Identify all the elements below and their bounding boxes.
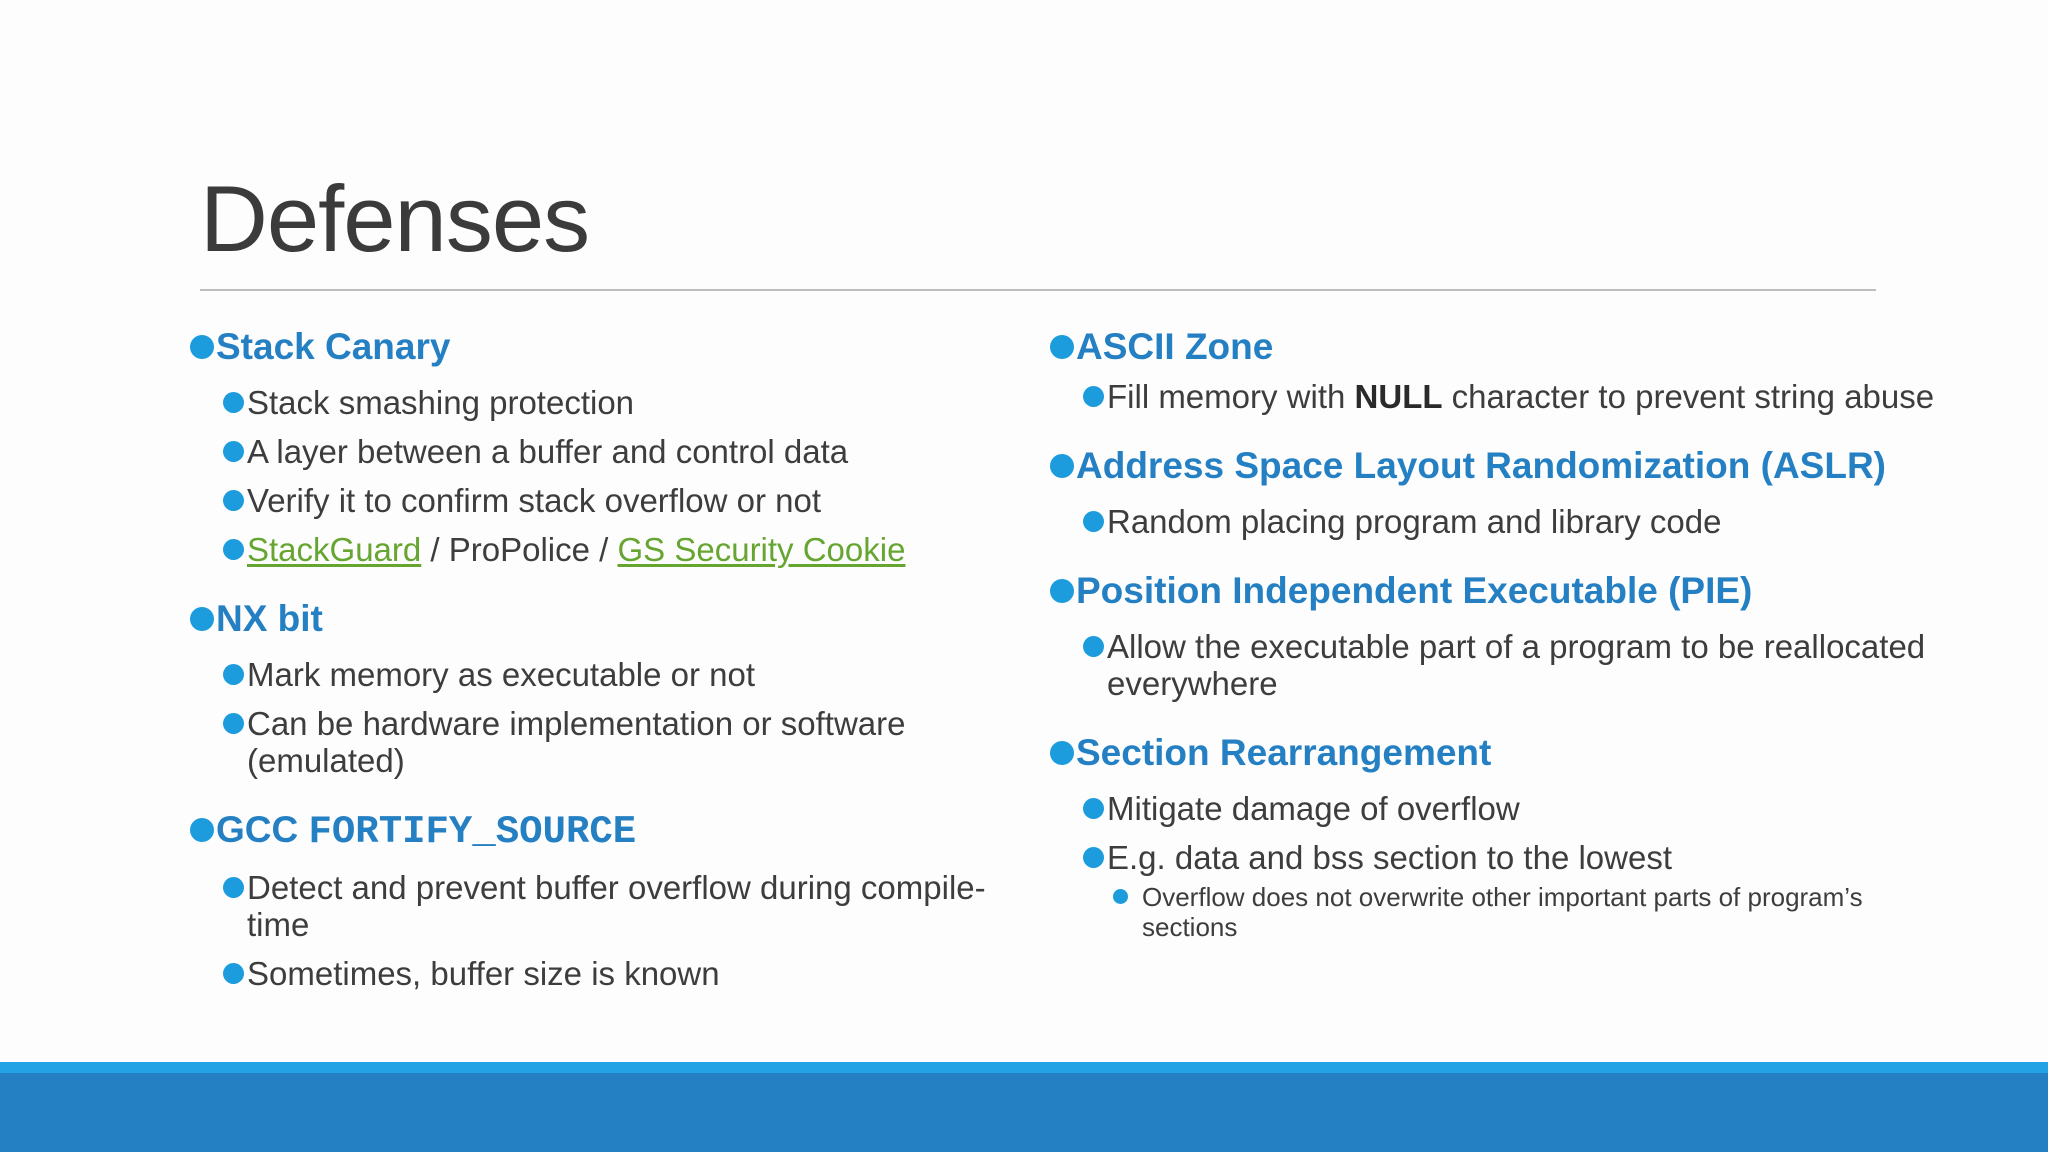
bullet-icon: [223, 392, 244, 413]
list-item: Sometimes, buffer size is known: [223, 955, 1020, 992]
sub-list-item: Overflow does not overwrite other import…: [1113, 882, 1950, 942]
bullet-icon: [223, 490, 244, 511]
bullet-icon: [190, 335, 214, 359]
list-item: Mitigate damage of overflow: [1083, 790, 1950, 827]
bullet-icon: [223, 441, 244, 462]
bullet-icon: [1083, 636, 1104, 657]
list-item: Stack smashing protection: [223, 384, 1020, 421]
bullet-icon: [190, 818, 214, 842]
list-item: Can be hardware implementation or softwa…: [223, 705, 1020, 779]
heading-text: Address Space Layout Randomization (ASLR…: [1076, 445, 1886, 486]
left-column: Stack Canary Stack smashing protection A…: [190, 322, 1020, 1018]
heading-text: Section Rearrangement: [1076, 732, 1492, 773]
right-column: ASCII Zone Fill memory with NULL charact…: [1050, 322, 1950, 968]
bullet-icon: [1083, 386, 1104, 407]
section-ascii-zone: ASCII Zone Fill memory with NULL charact…: [1050, 322, 1950, 415]
heading-text: Stack Canary: [216, 326, 451, 367]
bullet-icon: [1050, 579, 1074, 603]
heading-text: Position Independent Executable (PIE): [1076, 570, 1753, 611]
gs-security-cookie-link[interactable]: GS Security Cookie: [617, 531, 906, 568]
heading-prefix: GCC: [216, 809, 309, 850]
heading-stack-canary: Stack Canary: [190, 322, 1020, 372]
text-part: Fill memory with: [1107, 378, 1355, 415]
list-item-text: Verify it to confirm stack overflow or n…: [247, 482, 822, 519]
list-item-text: Random placing program and library code: [1107, 503, 1722, 540]
list-item-text: Mark memory as executable or not: [247, 656, 756, 693]
section-nx-bit: NX bit Mark memory as executable or not …: [190, 594, 1020, 779]
list-item-text: Detect and prevent buffer overflow durin…: [247, 869, 986, 943]
list-item-text: Fill memory with NULL character to preve…: [1107, 378, 1950, 415]
bullet-icon: [1050, 454, 1074, 478]
stackguard-link[interactable]: StackGuard: [247, 531, 422, 568]
bullet-icon: [1083, 798, 1104, 819]
null-keyword: NULL: [1354, 378, 1443, 415]
bullet-icon: [1050, 741, 1074, 765]
heading-aslr: Address Space Layout Randomization (ASLR…: [1050, 441, 1950, 491]
section-fortify-source: GCC FORTIFY_SOURCE Detect and prevent bu…: [190, 805, 1020, 992]
heading-ascii-zone: ASCII Zone: [1050, 322, 1950, 372]
footer-accent-stripe: [0, 1062, 2048, 1073]
list-item-text: A layer between a buffer and control dat…: [247, 433, 849, 470]
heading-fortify-source: GCC FORTIFY_SOURCE: [190, 805, 1020, 857]
section-pie: Position Independent Executable (PIE) Al…: [1050, 566, 1950, 702]
heading-text: ASCII Zone: [1076, 326, 1274, 367]
heading-pie: Position Independent Executable (PIE): [1050, 566, 1950, 616]
list-item-text: Stack smashing protection: [247, 384, 635, 421]
heading-section-rearrangement: Section Rearrangement: [1050, 728, 1950, 778]
list-item-text: Allow the executable part of a program t…: [1107, 628, 1926, 702]
bullet-icon: [223, 963, 244, 984]
section-aslr: Address Space Layout Randomization (ASLR…: [1050, 441, 1950, 540]
bullet-icon: [223, 539, 244, 560]
slide-title: Defenses: [200, 166, 590, 271]
list-item: Fill memory with NULL character to preve…: [1083, 378, 1950, 415]
list-item: E.g. data and bss section to the lowest: [1083, 839, 1950, 876]
heading-nx-bit: NX bit: [190, 594, 1020, 644]
list-item-text: E.g. data and bss section to the lowest: [1107, 839, 1673, 876]
list-item: Allow the executable part of a program t…: [1083, 628, 1950, 702]
list-item: StackGuard / ProPolice / GS Security Coo…: [223, 531, 1020, 568]
footer-bar: [0, 1073, 2048, 1152]
list-item-text: Mitigate damage of overflow: [1107, 790, 1520, 827]
section-rearrangement: Section Rearrangement Mitigate damage of…: [1050, 728, 1950, 942]
list-item-text: Sometimes, buffer size is known: [247, 955, 720, 992]
heading-code: FORTIFY_SOURCE: [308, 810, 637, 854]
list-item-text: StackGuard / ProPolice / GS Security Coo…: [247, 531, 1020, 568]
section-stack-canary: Stack Canary Stack smashing protection A…: [190, 322, 1020, 568]
heading-text: GCC FORTIFY_SOURCE: [216, 805, 1020, 857]
bullet-icon: [190, 607, 214, 631]
list-item: Random placing program and library code: [1083, 503, 1950, 540]
list-item: Detect and prevent buffer overflow durin…: [223, 869, 1020, 943]
sub-list-item-text: Overflow does not overwrite other import…: [1142, 882, 1863, 942]
bullet-icon: [223, 713, 244, 734]
list-item: Mark memory as executable or not: [223, 656, 1020, 693]
bullet-icon: [223, 877, 244, 898]
heading-text: NX bit: [216, 598, 323, 639]
title-divider: [200, 289, 1876, 291]
impl-separator: / ProPolice /: [421, 531, 618, 568]
bullet-icon: [1113, 889, 1128, 904]
bullet-icon: [223, 664, 244, 685]
bullet-icon: [1083, 847, 1104, 868]
text-part: character to prevent string abuse: [1442, 378, 1935, 415]
list-item: Verify it to confirm stack overflow or n…: [223, 482, 1020, 519]
list-item: A layer between a buffer and control dat…: [223, 433, 1020, 470]
bullet-icon: [1083, 511, 1104, 532]
list-item-text: Can be hardware implementation or softwa…: [247, 705, 906, 779]
bullet-icon: [1050, 335, 1074, 359]
